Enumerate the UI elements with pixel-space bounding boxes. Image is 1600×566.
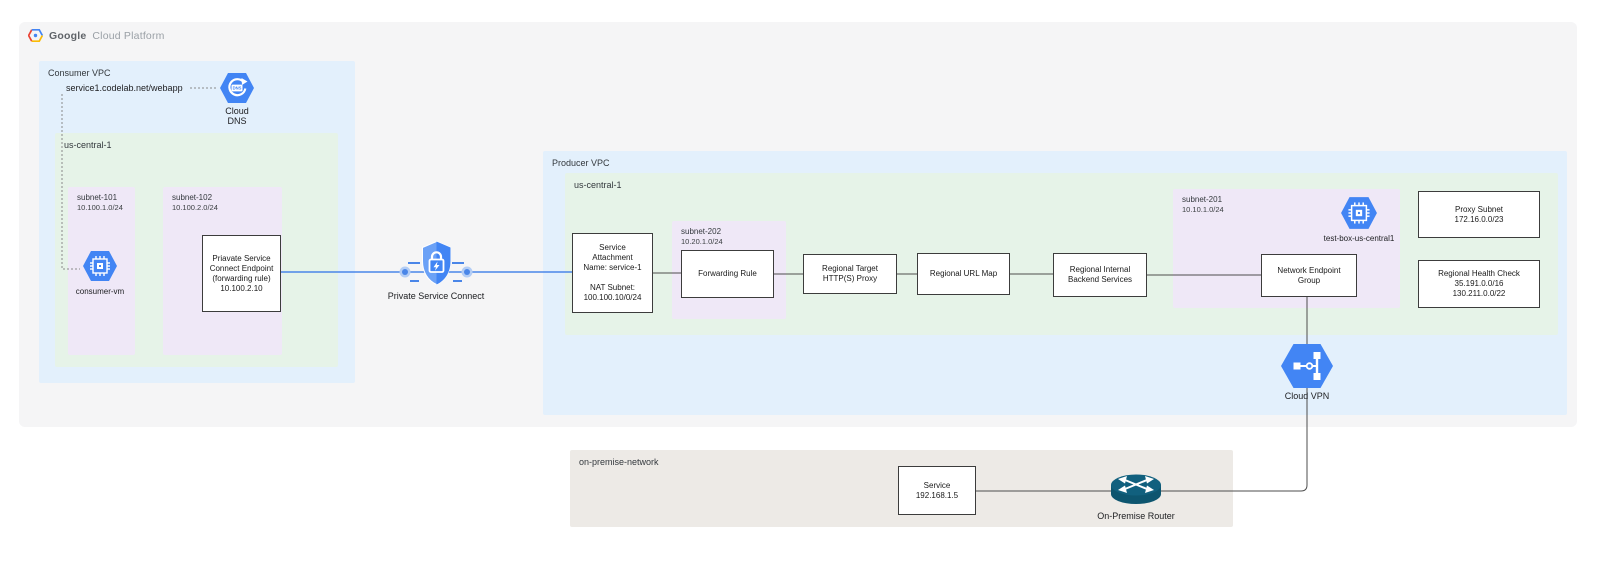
- on-premise-router-icon: [1111, 474, 1161, 504]
- regional-url-map-label: Regional URL Map: [929, 269, 998, 278]
- proxy-subnet-line: Proxy Subnet: [1454, 204, 1504, 214]
- on-premise-service-node: Service 192.168.1.5: [898, 466, 976, 515]
- network-endpoint-group-line: Network Endpoint: [1277, 265, 1341, 275]
- network-endpoint-group-node: Network Endpoint Group: [1261, 254, 1357, 297]
- psc-endpoint-line: Priavate Service: [212, 253, 271, 263]
- regional-target-proxy-line: HTTP(S) Proxy: [822, 274, 878, 283]
- on-premise-router-label: On-Premise Router: [1097, 511, 1175, 521]
- subnet-201-name: subnet-201: [1182, 195, 1223, 204]
- gcp-logo-icon: [28, 29, 43, 42]
- consumer-vm-compute-engine-icon: [83, 251, 117, 281]
- subnet-202-name: subnet-202: [681, 227, 722, 236]
- psc-endpoint-node: Priavate Service Connect Endpoint (forwa…: [202, 235, 281, 312]
- proxy-subnet-node: Proxy Subnet 172.16.0.0/23: [1418, 191, 1540, 238]
- regional-health-check-node: Regional Health Check 35.191.0.0/16 130.…: [1418, 260, 1540, 308]
- service-attachment-line: Name: service-1: [583, 263, 642, 272]
- subnet-101-name: subnet-101: [77, 193, 118, 202]
- test-box-label: test-box-us-central1: [1323, 234, 1395, 243]
- cloud-dns-label-line: Cloud: [225, 106, 249, 116]
- network-endpoint-group-line: Group: [1297, 275, 1321, 285]
- regional-health-check-line: 35.191.0.0/16: [1454, 279, 1504, 288]
- cloud-vpn-label: Cloud VPN: [1284, 391, 1330, 401]
- psc-endpoint-line: (forwarding rule): [212, 273, 271, 283]
- forwarding-rule-node: Forwarding Rule: [681, 250, 774, 298]
- regional-health-check-line: Regional Health Check: [1438, 269, 1520, 278]
- cloud-dns-label-line: DNS: [227, 116, 247, 126]
- consumer-vpc-label: Consumer VPC: [48, 68, 111, 78]
- producer-region-label: us-central-1: [574, 180, 622, 190]
- svg-text:DNS: DNS: [233, 86, 242, 91]
- consumer-vm-label: consumer-vm: [75, 287, 125, 296]
- test-box-compute-engine-icon: [1341, 197, 1377, 229]
- regional-target-proxy-node: Regional Target HTTP(S) Proxy: [803, 254, 897, 294]
- consumer-region-label: us-central-1: [64, 140, 112, 150]
- subnet-101-cidr: 10.100.1.0/24: [77, 203, 123, 212]
- brand-cloud-platform: Cloud Platform: [92, 29, 165, 42]
- regional-health-check-line: 130.211.0.0/22: [1452, 289, 1506, 298]
- cloud-vpn-icon: [1281, 344, 1333, 388]
- regional-url-map-node: Regional URL Map: [917, 253, 1010, 295]
- cloud-dns-label: Cloud DNS: [212, 106, 262, 126]
- private-service-connect-icon: [422, 240, 451, 286]
- subnet-202-cidr: 10.20.1.0/24: [681, 237, 723, 246]
- brand-google: Google: [49, 29, 87, 42]
- regional-internal-backend-node: Regional Internal Backend Services: [1053, 253, 1147, 297]
- forwarding-rule-label: Forwarding Rule: [698, 269, 757, 278]
- on-premise-service-line: 192.168.1.5: [915, 490, 959, 500]
- on-premise-service-line: Service: [923, 480, 951, 490]
- cloud-dns-icon: DNS: [220, 73, 254, 103]
- subnet-102-cidr: 10.100.2.0/24: [172, 203, 218, 212]
- dns-record-text: service1.codelab.net/webapp: [66, 83, 183, 93]
- psc-endpoint-line: 10.100.2.10: [220, 283, 263, 293]
- service-attachment-line: Service: [599, 243, 626, 252]
- regional-internal-backend-line: Regional Internal: [1069, 265, 1131, 274]
- producer-vpc-label: Producer VPC: [552, 158, 610, 168]
- private-service-connect-label: Private Service Connect: [387, 291, 485, 301]
- service-attachment-line: NAT Subnet:: [589, 283, 636, 292]
- on-premise-label: on-premise-network: [579, 457, 659, 467]
- service-attachment-line: 100.100.10/0/24: [583, 293, 642, 302]
- service-attachment-line: Attachment: [592, 253, 633, 262]
- regional-internal-backend-line: Backend Services: [1067, 275, 1133, 284]
- subnet-102-name: subnet-102: [172, 193, 213, 202]
- proxy-subnet-line: 172.16.0.0/23: [1454, 214, 1504, 224]
- gcp-logo: Google Cloud Platform: [28, 29, 165, 42]
- regional-target-proxy-line: Regional Target: [822, 264, 878, 273]
- subnet-201-cidr: 10.10.1.0/24: [1182, 205, 1224, 214]
- service-attachment-node: Service Attachment Name: service-1 NAT S…: [572, 233, 653, 313]
- psc-endpoint-line: Connect Endpoint: [209, 263, 274, 273]
